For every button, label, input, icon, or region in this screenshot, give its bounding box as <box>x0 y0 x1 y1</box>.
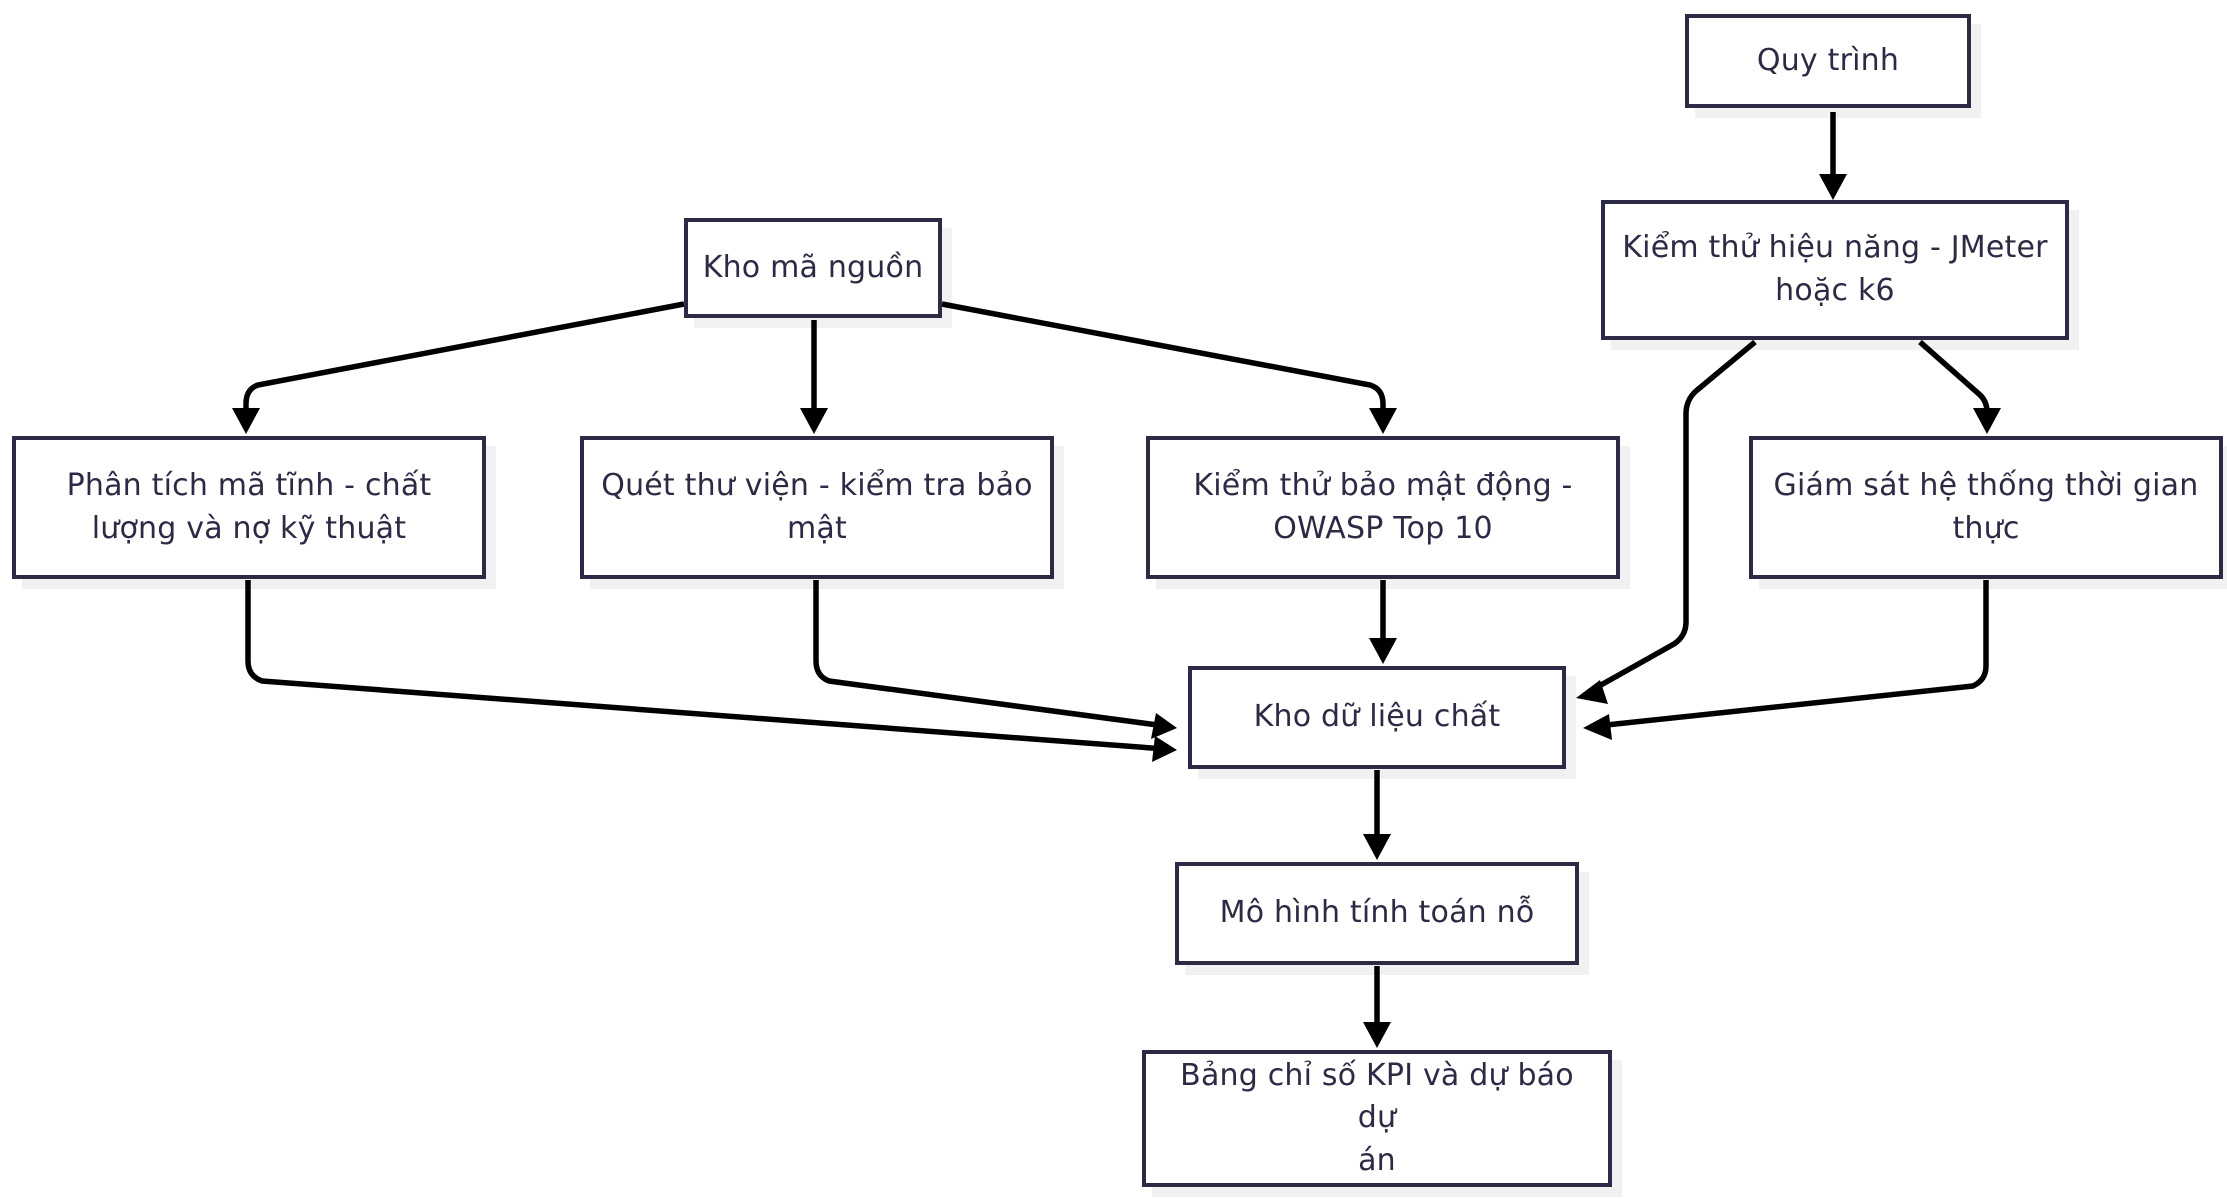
node-label-kho-du-lieu-chat: Kho dữ liệu chất <box>1253 699 1501 735</box>
node-kho-ma-nguon[interactable]: Kho mã nguồn <box>684 218 942 318</box>
node-phan-tich-ma-tinh[interactable]: Phân tích mã tĩnh - chất lượng và nợ kỹ … <box>12 436 486 579</box>
node-label-bang-chi-so-kpi: Bảng chỉ số KPI và dự báo dự án <box>1180 1057 1574 1178</box>
node-label-quy-trinh: Quy trình <box>1756 42 1900 78</box>
node-kiem-thu-hieu-nang[interactable]: Kiểm thử hiệu năng - JMeter hoặc k6 <box>1601 200 2069 340</box>
edge-quet-thu-vien-to-kho-du-lieu-chat <box>813 580 1166 729</box>
node-label-kiem-thu-bao-mat: Kiểm thử bảo mật động - OWASP Top 10 <box>1193 467 1573 546</box>
edge-phan-tich-ma-tinh-to-kho-du-lieu-chat <box>245 580 1166 752</box>
node-mo-hinh-tinh-toan[interactable]: Mô hình tính toán nỗ <box>1175 862 1579 965</box>
node-kiem-thu-bao-mat[interactable]: Kiểm thử bảo mật động - OWASP Top 10 <box>1146 436 1620 579</box>
arrowhead-icon <box>1369 638 1397 664</box>
node-label-mo-hinh-tinh-toan: Mô hình tính toán nỗ <box>1219 895 1535 931</box>
edge-kho-ma-nguon-to-kiem-thu-bao-mat <box>941 301 1386 424</box>
arrowhead-icon <box>1973 408 2001 434</box>
node-label-phan-tich-ma-tinh: Phân tích mã tĩnh - chất lượng và nợ kỹ … <box>66 467 432 546</box>
node-quet-thu-vien[interactable]: Quét thư viện - kiểm tra bảo mật <box>580 436 1054 579</box>
node-kho-du-lieu-chat[interactable]: Kho dữ liệu chất <box>1188 666 1566 769</box>
arrowhead-icon <box>1152 736 1177 762</box>
arrowhead-icon <box>1363 1022 1391 1048</box>
arrowhead-icon <box>1576 680 1608 704</box>
arrowhead-icon <box>800 408 828 434</box>
node-label-kiem-thu-hieu-nang: Kiểm thử hiệu năng - JMeter hoặc k6 <box>1622 230 2048 308</box>
node-label-quet-thu-vien: Quét thư viện - kiểm tra bảo mật <box>601 467 1033 546</box>
edge-giam-sat-he-thong-to-kho-du-lieu-chat <box>1596 580 1989 729</box>
arrowhead-icon <box>232 408 260 434</box>
node-quy-trinh[interactable]: Quy trình <box>1685 14 1971 108</box>
node-bang-chi-so-kpi[interactable]: Bảng chỉ số KPI và dự báo dự án <box>1142 1050 1612 1187</box>
arrowhead-icon <box>1151 713 1177 739</box>
arrowhead-icon <box>1819 174 1847 200</box>
arrowhead-icon <box>1583 714 1612 740</box>
edge-kho-ma-nguon-to-phan-tich-ma-tinh <box>243 301 685 424</box>
arrowhead-icon <box>1369 408 1397 434</box>
node-label-kho-ma-nguon: Kho mã nguồn <box>702 249 924 285</box>
node-label-giam-sat-he-thong: Giám sát hệ thống thời gian thực <box>1773 467 2199 546</box>
arrowhead-icon <box>1363 834 1391 860</box>
node-giam-sat-he-thong[interactable]: Giám sát hệ thống thời gian thực <box>1749 436 2223 579</box>
edge-kiem-thu-hieu-nang-to-giam-sat-he-thong <box>1918 339 1990 424</box>
